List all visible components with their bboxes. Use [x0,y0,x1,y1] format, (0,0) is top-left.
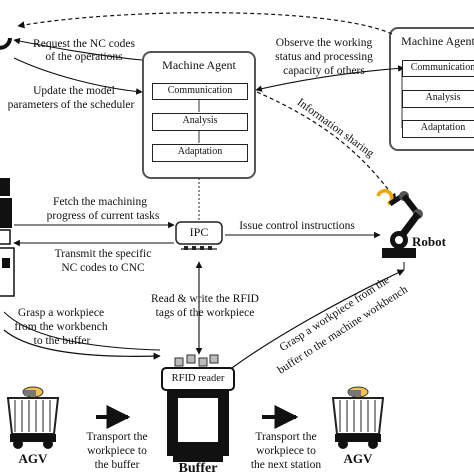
grasp-left-label-3: to the buffer [33,335,91,347]
request-nc-arrow [13,37,143,61]
agv-right-label: AGV [343,451,373,466]
ipc-device [175,221,223,245]
left-adaptation-module: Adaptation [152,144,248,162]
robot-arm-icon [376,189,423,258]
scheduler-icon [0,37,12,50]
agv-left-icon [6,386,60,449]
information-sharing-arrow [256,91,397,201]
agv-left-label: AGV [18,451,48,466]
machine-agent-left-title: Machine Agent [162,58,236,72]
agv-right-icon [331,386,385,449]
machine-agent-right-title: Machine Agent [401,34,474,48]
transmit-label-2: NC codes to CNC [61,262,145,274]
rfid-rw-label-2: tags of the workpiece [155,307,255,319]
rfid-reader-label: RFID reader [171,373,225,384]
observe-arrow [17,12,393,35]
update-model-arrow [13,57,143,95]
grasp-left-label-1: Grasp a workpiece [17,307,105,319]
grasp-to-workbench-arrow [231,269,405,369]
cnc-machine-icon [0,178,15,297]
issue-control-label: Issue control instructions [239,220,355,232]
fetch-label-1: Fetch the machining [53,196,147,208]
rfid-rw-label-1: Read & write the RFID [151,293,259,305]
robot-label: Robot [412,234,446,249]
transmit-label-1: Transmit the specific [54,248,152,260]
update-model-label-1: Update the model [33,85,115,97]
left-communication-module: Communication [152,83,248,100]
right-communication-module: Communication [402,60,474,77]
observe-label-1: Observe the working [275,37,373,49]
fetch-label-2: progress of current tasks [46,210,160,222]
right-adaptation-module: Adaptation [402,120,474,138]
transport-left-label-2: workpiece to [87,445,147,457]
transport-left-label-3: the buffer [94,459,140,471]
transport-right-label-2: workpiece to [256,445,316,457]
buffer-station [161,354,235,462]
grasp-left-label-2: from the workbench [14,321,108,333]
update-model-label-2: parameters of the scheduler [7,99,135,111]
request-nc-label-2: of the operations [45,51,123,63]
left-analysis-module: Analysis [152,113,248,131]
transport-left-label-1: Transport the [86,431,148,443]
ipc-label: IPC [189,225,209,239]
transport-right-label-1: Transport the [255,431,317,443]
grasp-to-buffer-arrow [3,329,161,360]
observe-label-3: capacity of others [283,65,365,77]
agent-communication-arrow [255,65,405,92]
request-nc-label-1: Request the NC codes [33,38,135,50]
right-analysis-module: Analysis [402,90,474,108]
buffer-label: Buffer [178,461,218,474]
observe-label-2: status and processing [275,51,373,63]
transport-right-label-3: the next station [250,459,322,471]
